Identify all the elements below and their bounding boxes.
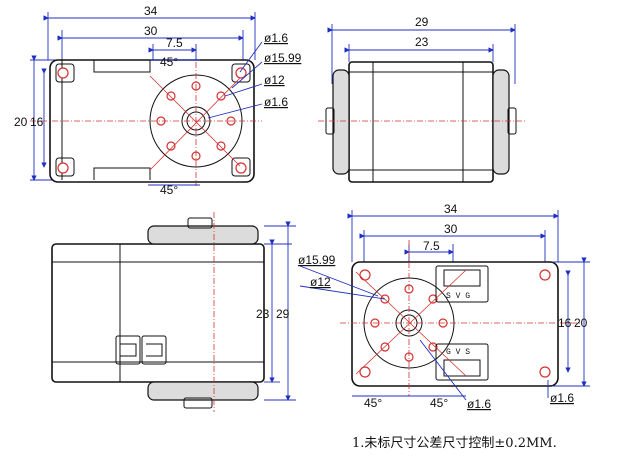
dim-angle-top: 45° [160, 55, 178, 69]
dim-hole-spacing-height: 16 [30, 115, 44, 129]
connector-top: S V G [435, 265, 489, 303]
dim-overall-height: 29 [276, 307, 290, 321]
dim-overall-height: 20 [14, 115, 28, 129]
dim-hole-spacing-width: 30 [444, 222, 458, 236]
top-right-view: 29 23 [318, 15, 525, 183]
dim-overall-width: 29 [415, 15, 429, 29]
dim-pitch-dia: ø12 [264, 73, 285, 87]
dim-outer-dia: ø15.99 [264, 51, 302, 65]
top-left-view: 34 30 7.5 45° 45° ø1.6 ø15.99 ø12 ø1.6 2… [14, 4, 302, 197]
bottom-right-view: S V G G V S 34 30 7.5 ø15.99 ø12 ø1.6 ø1… [298, 202, 590, 411]
dim-outer-dia: ø15.99 [298, 253, 336, 267]
dim-angle-right: 45° [430, 396, 448, 410]
dim-hole-spacing-width: 30 [144, 24, 158, 38]
dim-body-width: 23 [415, 35, 429, 49]
dim-inner-hole-dia: ø1.6 [264, 95, 288, 109]
bottom-left-view: 23 29 [51, 212, 296, 412]
horn-holes-top-left [156, 81, 236, 161]
dim-offset: 7.5 [166, 36, 183, 50]
dim-angle-left: 45° [364, 396, 382, 410]
dim-pitch-dia: ø12 [310, 275, 331, 289]
dim-angle-bottom: 45° [160, 183, 178, 197]
connector-top-label: S V G [446, 292, 470, 301]
dim-overall-width: 34 [144, 4, 158, 18]
connector-bottom-label: G V S [446, 348, 470, 357]
dim-overall-height: 20 [574, 316, 588, 330]
dim-hole-dia-corner: ø1.6 [550, 391, 574, 405]
dim-overall-width: 34 [444, 202, 458, 216]
tolerance-note: 1.未标尺寸公差尺寸控制±0.2MM. [352, 436, 557, 451]
dim-hole-dia-center: ø1.6 [467, 397, 491, 411]
dim-body-height: 23 [256, 307, 270, 321]
connector-bottom: G V S [435, 343, 489, 381]
dim-offset: 7.5 [423, 239, 440, 253]
dim-hole-dia-corner: ø1.6 [264, 31, 288, 45]
dim-hole-spacing-height: 16 [558, 316, 572, 330]
